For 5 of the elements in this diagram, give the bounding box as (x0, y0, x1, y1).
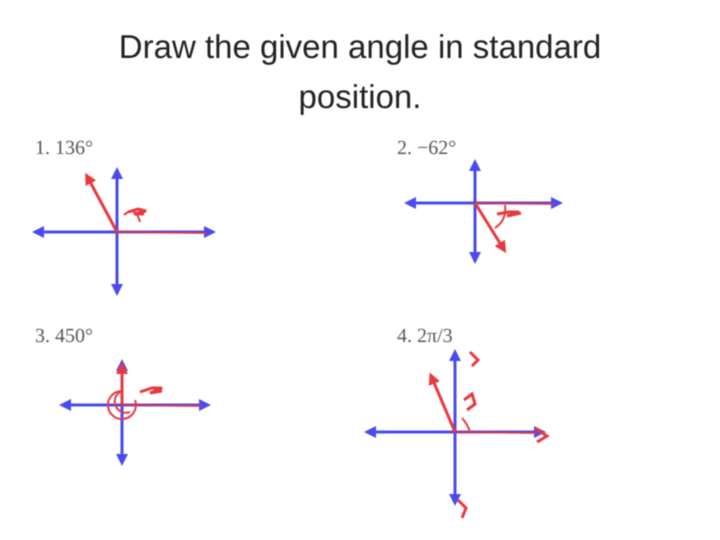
problem-label: 2. −62° (397, 137, 456, 160)
slide-title: Draw the given angle in standard position. (118, 27, 602, 117)
problem-label: 3. 450° (35, 325, 93, 348)
problem-label: 1. 136° (35, 137, 93, 160)
problem-label: 4. 2π/3 (397, 325, 453, 348)
